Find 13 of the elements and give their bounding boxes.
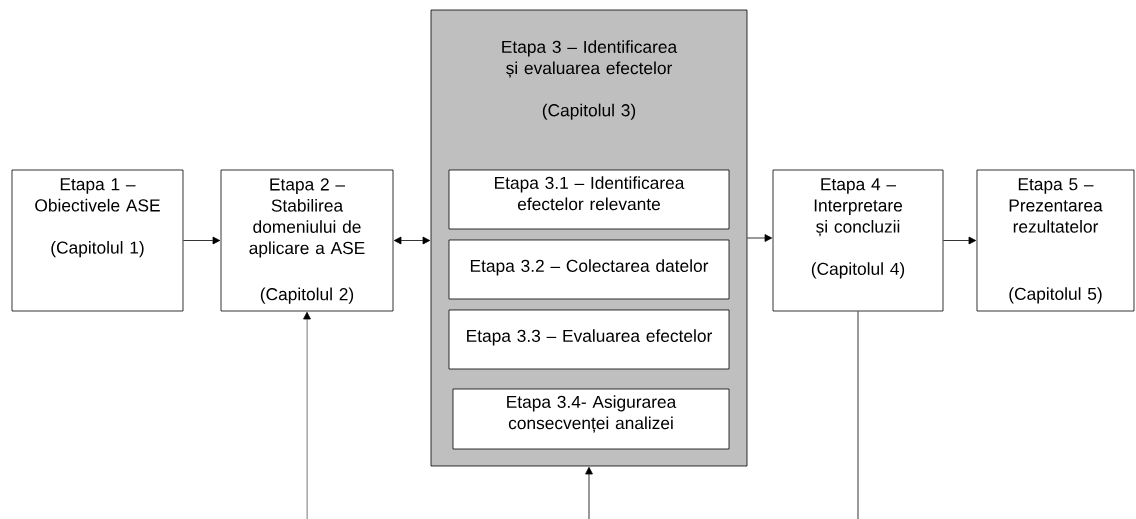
arrow	[747, 234, 773, 242]
arrow	[183, 236, 221, 245]
arrow	[393, 236, 431, 245]
process-box: Etapa 2 – Stabilirea domeniului de aplicare a ASE (Capitolul 2)	[220, 169, 394, 312]
arrow	[585, 466, 593, 519]
process-box: Etapa 3.2 – Colectarea datelor	[448, 239, 730, 300]
process-box: Etapa 3.4- Asigurarea consecvenței analizei	[452, 388, 730, 450]
arrow	[943, 236, 977, 245]
process-box: Etapa 4 – Interpretare și concluzii (Capitolul 4)	[772, 169, 944, 312]
process-box: Etapa 3.1 – Identificarea efectelor relevante	[448, 169, 730, 230]
process-box: Etapa 1 – Obiectivele ASE (Capitolul 1)	[11, 169, 184, 312]
process-box: Etapa 3.3 – Evaluarea efectelor	[448, 309, 730, 370]
process-box: Etapa 5 – Prezentarea rezultatelor (Capitolul 5)	[976, 169, 1135, 312]
